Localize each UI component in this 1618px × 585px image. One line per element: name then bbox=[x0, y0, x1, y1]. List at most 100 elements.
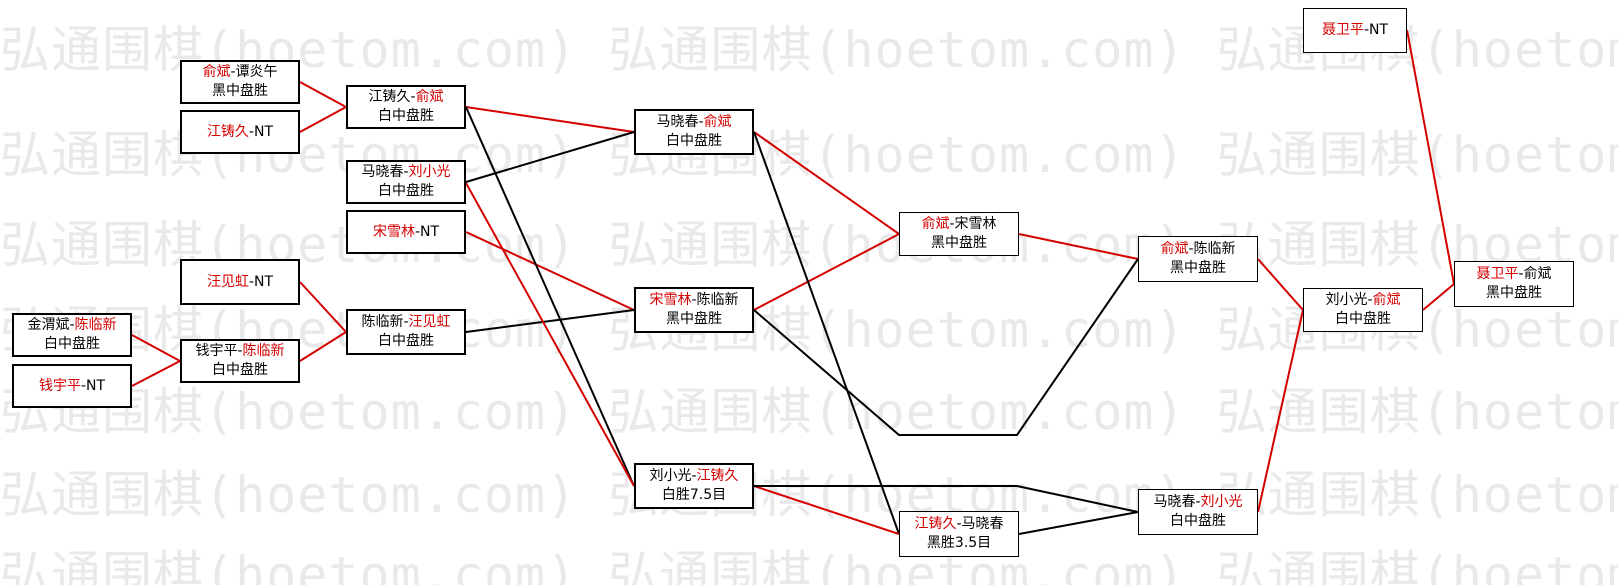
connector-m6-m10 bbox=[299, 281, 347, 333]
match-players: 刘小光-江铸久 bbox=[636, 467, 752, 486]
player-name: 俞斌 bbox=[921, 216, 950, 232]
separator: - bbox=[80, 377, 87, 394]
match-players: 宋雪林-陈临新 bbox=[636, 291, 752, 310]
player-name: 钱宇平 bbox=[38, 377, 81, 394]
player-name: 陈临新 bbox=[74, 317, 117, 333]
connector-m4-m13 bbox=[465, 182, 635, 487]
player-name: NT bbox=[420, 223, 440, 240]
separator: - bbox=[69, 317, 75, 333]
match-result: 黑中盘胜 bbox=[212, 83, 268, 99]
match-result: 白中盘胜 bbox=[1335, 311, 1391, 327]
separator: - bbox=[230, 64, 236, 80]
player-name: 俞斌 bbox=[415, 89, 444, 105]
match-result: 黑中盘胜 bbox=[666, 311, 722, 327]
match-players: 江铸久-俞斌 bbox=[348, 88, 464, 107]
player-name: NT bbox=[254, 123, 274, 140]
player-name: 宋雪林 bbox=[372, 223, 415, 240]
match-players: 宋雪林-NT bbox=[348, 223, 464, 242]
match-players: 刘小光-俞斌 bbox=[1304, 291, 1422, 310]
match-box-m6: 汪见虹-NT bbox=[180, 259, 300, 305]
player-name: 宋雪林 bbox=[649, 292, 692, 308]
player-name: 陈临新 bbox=[361, 314, 404, 330]
match-box-m19: 聂卫平-NT bbox=[1303, 8, 1407, 53]
match-box-m20: 聂卫平-俞斌黑中盘胜 bbox=[1454, 261, 1574, 307]
match-players: 钱宇平-NT bbox=[14, 377, 130, 396]
match-box-m13: 刘小光-江铸久白胜7.5目 bbox=[634, 463, 754, 509]
match-box-m8: 钱宇平-NT bbox=[12, 364, 132, 408]
match-players: 俞斌-谭炎午 bbox=[182, 63, 298, 82]
player-name: 陈临新 bbox=[242, 343, 285, 359]
connector-m8-m9 bbox=[131, 360, 181, 387]
match-box-m14: 俞斌-宋雪林黑中盘胜 bbox=[899, 212, 1019, 256]
connector-m13-m17 bbox=[754, 485, 1139, 513]
connector-m12-m16 bbox=[753, 258, 1139, 436]
player-name: 马晓春 bbox=[656, 114, 699, 130]
separator: - bbox=[698, 114, 704, 130]
separator: - bbox=[248, 273, 255, 290]
separator: - bbox=[1518, 266, 1524, 282]
player-name: 聂卫平 bbox=[1321, 22, 1364, 38]
separator: - bbox=[414, 223, 421, 240]
match-box-m2: 江铸久-NT bbox=[180, 110, 300, 154]
separator: - bbox=[691, 468, 697, 484]
match-result: 黑胜3.5目 bbox=[926, 535, 992, 551]
separator: - bbox=[1195, 494, 1201, 510]
match-players: 江铸久-马晓春 bbox=[900, 515, 1018, 534]
player-name: 汪见虹 bbox=[408, 314, 451, 330]
match-players: 俞斌-宋雪林 bbox=[900, 215, 1018, 234]
match-result: 白中盘胜 bbox=[44, 336, 100, 352]
match-box-m12: 宋雪林-陈临新黑中盘胜 bbox=[634, 287, 754, 333]
connector-m18-m20 bbox=[1422, 283, 1455, 311]
match-box-m17: 马晓春-刘小光白中盘胜 bbox=[1138, 489, 1258, 535]
connector-m13-m15 bbox=[753, 485, 900, 535]
player-name: 江铸久 bbox=[914, 516, 957, 532]
connector-m7-m9 bbox=[131, 334, 181, 362]
connector-m17-m18 bbox=[1257, 309, 1304, 513]
match-result: 黑中盘胜 bbox=[1170, 260, 1226, 276]
player-name: 俞斌 bbox=[703, 114, 732, 130]
match-players: 马晓春-刘小光 bbox=[1139, 493, 1257, 512]
player-name: 金渭斌 bbox=[27, 317, 70, 333]
connector-m5-m12 bbox=[465, 231, 635, 311]
match-result: 黑中盘胜 bbox=[931, 235, 987, 251]
separator: - bbox=[691, 292, 697, 308]
connector-m19-m20 bbox=[1406, 29, 1455, 285]
separator: - bbox=[403, 164, 409, 180]
player-name: 聂卫平 bbox=[1476, 266, 1519, 282]
match-result: 白中盘胜 bbox=[378, 333, 434, 349]
separator: - bbox=[1188, 241, 1194, 257]
match-box-m3: 江铸久-俞斌白中盘胜 bbox=[346, 85, 466, 129]
match-players: 江铸久-NT bbox=[182, 123, 298, 142]
connector-m3-m11 bbox=[465, 106, 635, 133]
player-name: 江铸久 bbox=[368, 89, 411, 105]
connector-m11-m14 bbox=[753, 131, 900, 235]
match-box-m11: 马晓春-俞斌白中盘胜 bbox=[634, 109, 754, 155]
player-name: 钱宇平 bbox=[195, 343, 238, 359]
match-result: 白中盘胜 bbox=[1170, 513, 1226, 529]
player-name: 俞斌 bbox=[1160, 241, 1189, 257]
player-name: 江铸久 bbox=[206, 123, 249, 140]
player-name: 俞斌 bbox=[1523, 266, 1552, 282]
connector-m11-m15 bbox=[753, 131, 900, 535]
match-result: 白胜7.5目 bbox=[661, 487, 727, 503]
player-name: 刘小光 bbox=[1325, 292, 1368, 308]
player-name: 宋雪林 bbox=[954, 216, 997, 232]
connector-m14-m16 bbox=[1018, 233, 1139, 260]
match-players: 金渭斌-陈临新 bbox=[14, 316, 130, 335]
match-result: 白中盘胜 bbox=[378, 108, 434, 124]
match-box-m1: 俞斌-谭炎午黑中盘胜 bbox=[180, 60, 300, 104]
match-box-m4: 马晓春-刘小光白中盘胜 bbox=[346, 160, 466, 204]
separator: - bbox=[410, 89, 416, 105]
match-result: 白中盘胜 bbox=[378, 183, 434, 199]
connector-m4-m11 bbox=[465, 131, 635, 183]
player-name: 谭炎午 bbox=[235, 64, 278, 80]
connector-m9-m10 bbox=[299, 331, 347, 362]
player-name: 江铸久 bbox=[696, 468, 739, 484]
match-box-m10: 陈临新-汪见虹白中盘胜 bbox=[346, 309, 466, 355]
player-name: 俞斌 bbox=[202, 64, 231, 80]
match-box-m15: 江铸久-马晓春黑胜3.5目 bbox=[899, 511, 1019, 557]
player-name: 刘小光 bbox=[1200, 494, 1243, 510]
player-name: NT bbox=[1369, 22, 1389, 38]
separator: - bbox=[949, 216, 955, 232]
